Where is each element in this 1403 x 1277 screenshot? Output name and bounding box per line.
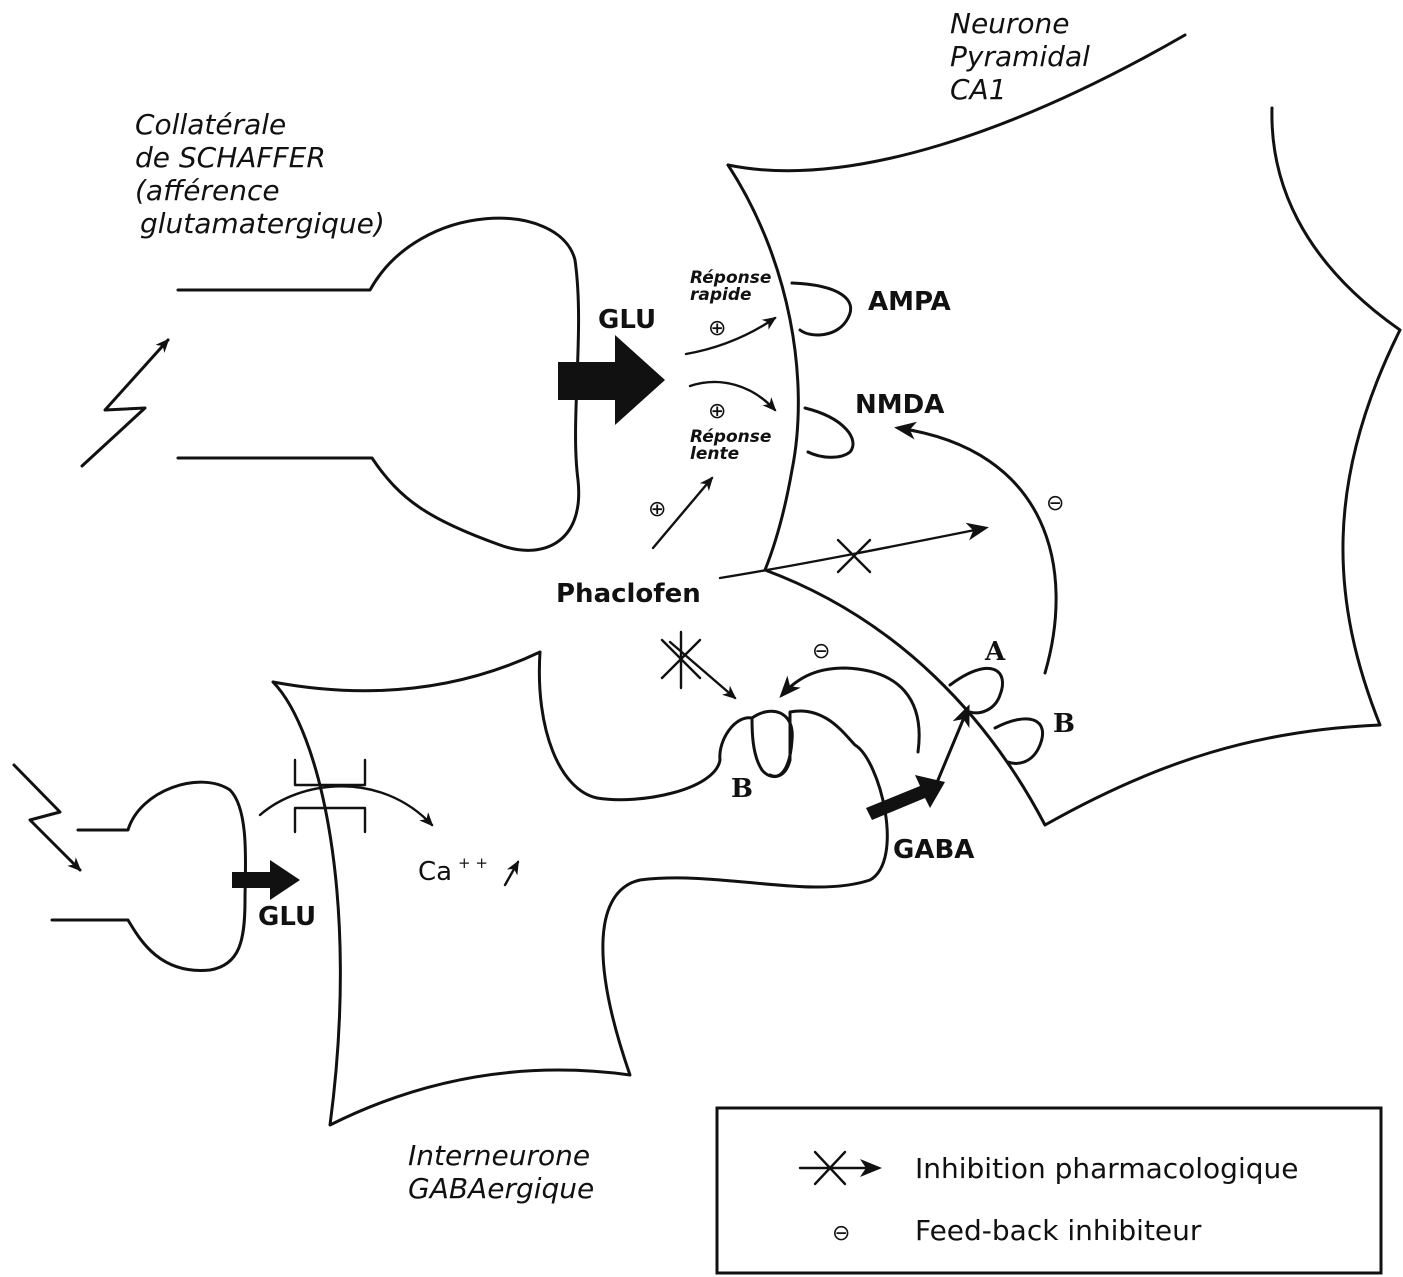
collat-label-4: glutamatergique) [140,207,385,240]
minus-nmda: ⊖ [1046,491,1064,516]
reponse-lente-2: lente [690,444,739,464]
glu-release-arrow-2 [232,860,300,900]
glu-label-bottom: GLU [258,902,316,932]
neurone-label-1: Neurone [950,7,1070,40]
nmda-label: NMDA [855,390,944,420]
glutamatergic-terminal-2 [52,782,246,970]
stimulation-bolt-2-icon [14,765,80,870]
phaclofen-to-b-arrow [670,642,735,698]
plus-slow: ⊕ [708,399,726,424]
reponse-rapide-2: rapide [690,285,752,305]
gaba-label: GABA [893,835,974,865]
block-cross-2-icon [662,632,700,688]
legend-inhibition-text: Inhibition pharmacologique [915,1152,1298,1185]
interneurone-label-1: Interneurone [408,1139,590,1172]
calcium-label: Ca [418,857,452,887]
interneurone-label-2: GABAergique [408,1172,594,1205]
gabaa-receptor [950,668,1003,712]
plus-fast: ⊕ [708,316,726,341]
legend-box [717,1108,1381,1273]
nmda-feedback-arrow [898,428,1056,673]
interneuron-membrane [273,652,887,1125]
collat-label-2: de SCHAFFER [135,141,326,174]
glu-label-top: GLU [598,305,656,335]
glu-release-arrow [558,335,665,425]
legend-feedback-icon: ⊖ [832,1221,850,1246]
presynaptic-b-receptor [752,711,792,776]
receptor-a-label: A [984,637,1006,667]
collat-label-1: Collatérale [135,108,286,141]
calcium-superscript: + + [458,854,488,872]
phaclofen-label: Phaclofen [556,579,701,609]
neurone-label-2: Pyramidal [950,40,1090,73]
schaffer-terminal [178,218,579,550]
collat-label-3: (afférence [135,174,280,207]
receptor-b-post-label: B [1053,709,1075,739]
slow-response-arrow [690,382,775,410]
calcium-channel [295,760,365,832]
calcium-influx-arrow [260,786,432,825]
ampa-receptor [792,283,851,335]
minus-presynaptic: ⊖ [812,639,830,664]
fast-response-arrow [686,318,775,354]
receptor-b-pre-label: B [731,774,753,804]
legend-feedback-text: Feed-back inhibiteur [915,1214,1202,1247]
neurone-label-3: CA1 [950,73,1007,106]
plus-phaclofen: ⊕ [648,497,666,522]
calcium-increase-arrow [505,862,518,885]
gaba-to-receptor-arrow [938,708,968,780]
nmda-receptor [805,408,853,457]
ampa-label: AMPA [868,287,951,317]
stimulation-bolt-icon [82,340,168,466]
